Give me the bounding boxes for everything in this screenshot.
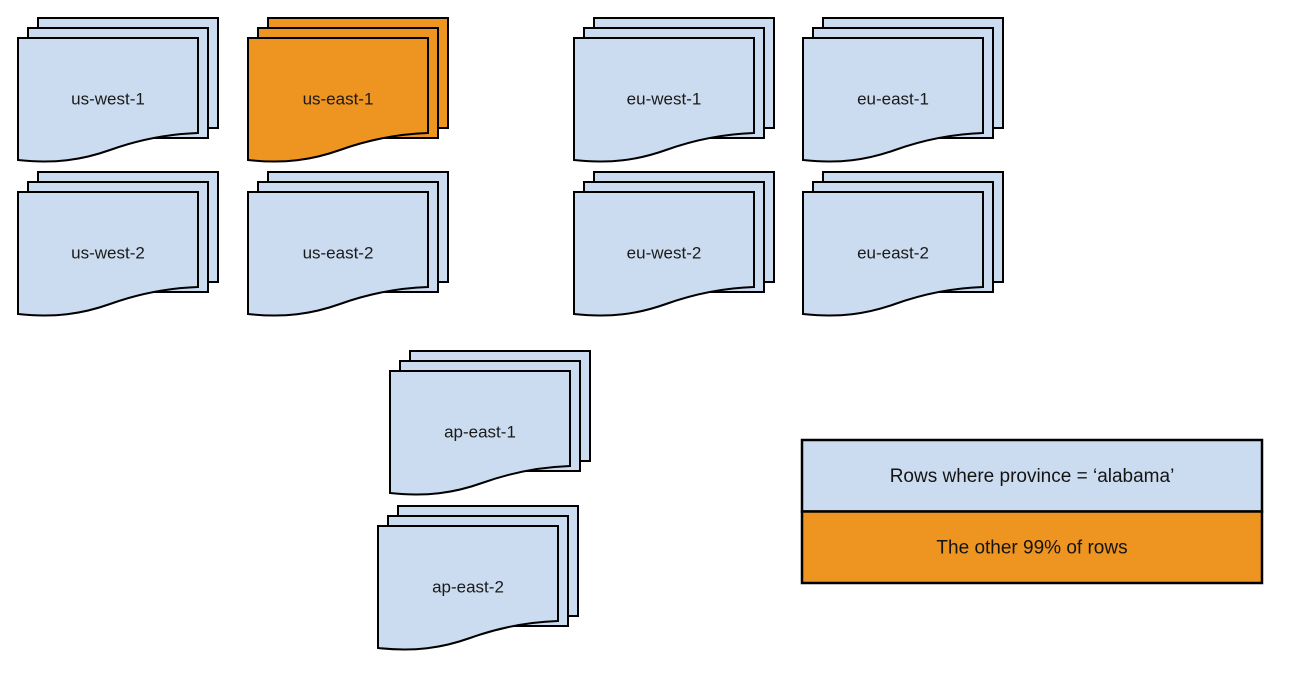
legend-label: Rows where province = ‘alabama’: [890, 466, 1175, 487]
document-stack-us-east-1[interactable]: us-east-1: [247, 17, 449, 163]
document-stack-eu-west-2[interactable]: eu-west-2: [573, 171, 775, 317]
document-stack-eu-west-1[interactable]: eu-west-1: [573, 17, 775, 163]
stack-label-us-east-2: us-east-2: [303, 243, 374, 262]
stack-label-eu-west-1: eu-west-1: [627, 89, 702, 108]
stack-label-us-west-1: us-west-1: [71, 89, 145, 108]
legend-swatch: [800, 510, 1264, 585]
legend-entry-legend-rows-alabama[interactable]: Rows where province = ‘alabama’: [800, 438, 1264, 513]
legend-entry-legend-other-rows[interactable]: The other 99% of rows: [800, 510, 1264, 585]
stack-label-ap-east-2: ap-east-2: [432, 577, 504, 596]
stack-label-us-west-2: us-west-2: [71, 243, 145, 262]
document-stack-ap-east-1[interactable]: ap-east-1: [389, 350, 591, 496]
document-stack-us-west-1[interactable]: us-west-1: [17, 17, 219, 163]
stack-label-eu-east-2: eu-east-2: [857, 243, 929, 262]
stack-label-eu-west-2: eu-west-2: [627, 243, 702, 262]
stack-label-ap-east-1: ap-east-1: [444, 422, 516, 441]
legend-label: The other 99% of rows: [936, 537, 1127, 558]
document-stack-eu-east-2[interactable]: eu-east-2: [802, 171, 1004, 317]
stack-label-us-east-1: us-east-1: [303, 89, 374, 108]
document-stack-ap-east-2[interactable]: ap-east-2: [377, 505, 579, 651]
legend-group: Rows where province = ‘alabama’ The other…: [800, 438, 1264, 585]
document-stack-us-west-2[interactable]: us-west-2: [17, 171, 219, 317]
document-stack-eu-east-1[interactable]: eu-east-1: [802, 17, 1004, 163]
region-stacks-group: us-west-1 us-east-1 eu-west-1 eu-east-1 us-w…: [17, 17, 1004, 651]
legend-swatch: [800, 438, 1264, 513]
document-stack-us-east-2[interactable]: us-east-2: [247, 171, 449, 317]
stack-label-eu-east-1: eu-east-1: [857, 89, 929, 108]
